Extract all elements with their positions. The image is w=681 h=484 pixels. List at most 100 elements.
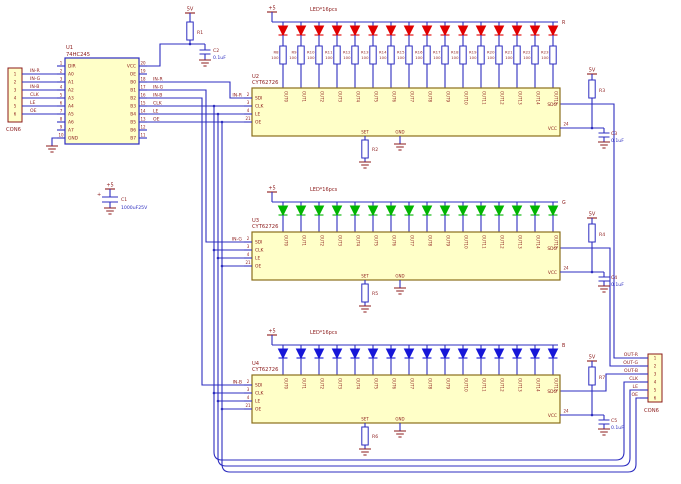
bus-sdo-b [560, 373, 648, 392]
driver-ic-body [251, 231, 561, 281]
pin-name: B1 [130, 88, 136, 94]
pin-name: LE [255, 399, 260, 405]
pin-number: 21 [245, 260, 251, 265]
led-icon [349, 205, 361, 217]
pin-number: 7 [60, 109, 63, 114]
component-part: CYT62726 [252, 367, 278, 373]
net-label: IN-B [30, 84, 39, 90]
pin-name: OUT3 [338, 91, 343, 103]
pin-name: CLK [255, 248, 264, 254]
led-icon [547, 205, 559, 217]
led-icon [439, 205, 451, 217]
junction-dot [590, 413, 594, 417]
pin-name: OUT15 [554, 235, 559, 249]
led-icon [349, 348, 361, 360]
bus-sdo-g [560, 247, 648, 367]
pin-number: 9 [60, 125, 63, 130]
pin-name: OUT4 [356, 235, 361, 247]
pin-name: B4 [130, 112, 136, 118]
pin-name: SDO [547, 246, 557, 252]
net-label: OE [30, 108, 37, 114]
right-connector-body [647, 353, 663, 403]
bus-sdo-r [560, 103, 648, 359]
led-icon [295, 205, 307, 217]
pin-name: OUT9 [446, 91, 451, 103]
junction-dot [216, 399, 220, 403]
led-icon [295, 348, 307, 360]
ground-icon [598, 285, 610, 293]
bus-in-r [147, 81, 252, 99]
pin-name: OUT6 [392, 91, 397, 103]
led-icon [511, 25, 523, 37]
led-icon [385, 25, 397, 37]
pin-name: OUT1 [302, 91, 307, 103]
pin-number: 2 [60, 69, 63, 74]
pin-name: A2 [68, 88, 74, 94]
power-label: +5 [106, 183, 113, 189]
net-label: CLK [629, 376, 639, 382]
resistor-ref: R18 [451, 50, 459, 55]
pin-name: OUT15 [554, 91, 559, 105]
resistor-value: 100 [487, 55, 495, 60]
pin-number: 3 [14, 88, 17, 93]
ground-icon [199, 59, 211, 67]
pin-number: 5 [654, 388, 657, 393]
pin-name: DIR [68, 64, 76, 70]
pin-name: OUT7 [410, 378, 415, 390]
led-icon [421, 348, 433, 360]
net-label: IN-G [153, 84, 164, 90]
pin-name: OUT9 [446, 378, 451, 390]
pin-number: 21 [245, 403, 251, 408]
pin-name: B3 [130, 104, 136, 110]
resistor-value: 100 [523, 55, 531, 60]
u1-body [64, 57, 140, 145]
pin-name: B2 [130, 96, 136, 102]
pin-number: 11 [140, 133, 146, 138]
pin-name: OUT2 [320, 91, 325, 103]
junction-dot [220, 407, 224, 411]
pin-name: B5 [130, 120, 136, 126]
net-label: CLK [153, 100, 163, 106]
net-label: IN-G [30, 76, 41, 82]
net-label: IN-R [153, 76, 163, 82]
pin-number: 24 [563, 409, 569, 414]
pin-name: OUT0 [284, 91, 289, 103]
led-icon [295, 25, 307, 37]
pin-name: VCC [127, 64, 136, 70]
resistor-ref: R16 [415, 50, 423, 55]
pin-name: SET [361, 417, 369, 422]
junction-dot [188, 42, 192, 46]
net-label: IN-B [233, 380, 242, 386]
pin-number: 24 [563, 266, 569, 271]
bus-le [147, 113, 648, 467]
led-icon [367, 25, 379, 37]
pin-name: CLK [255, 104, 264, 110]
resistor-value: 100 [541, 55, 549, 60]
pin-number: 15 [140, 101, 146, 106]
power-label: +5 [268, 329, 275, 335]
bus-oe [147, 121, 648, 473]
pin-name: OUT15 [554, 378, 559, 392]
resistor-ref: R6 [372, 434, 378, 440]
pin-name: OUT9 [446, 235, 451, 247]
led-icon [475, 205, 487, 217]
pin-name: OE [130, 72, 136, 78]
pin-name: B6 [130, 128, 136, 134]
led-icon [277, 205, 289, 217]
led-icon [331, 25, 343, 37]
wire [51, 137, 57, 146]
resistor-value: 100 [271, 55, 279, 60]
bus-clk [147, 105, 648, 461]
c1-ref: C1 [121, 197, 127, 203]
pin-name: VCC [548, 126, 557, 132]
pin-name: OUT7 [410, 91, 415, 103]
ground-icon [394, 143, 406, 151]
pin-name: SDI [255, 383, 262, 389]
net-label: IN-R [232, 93, 242, 99]
pin-number: 3 [247, 387, 250, 392]
led-icon [439, 348, 451, 360]
resistor-ref: R21 [505, 50, 513, 55]
led-icon [529, 205, 541, 217]
led-icon [457, 205, 469, 217]
pin-number: 5 [60, 93, 63, 98]
